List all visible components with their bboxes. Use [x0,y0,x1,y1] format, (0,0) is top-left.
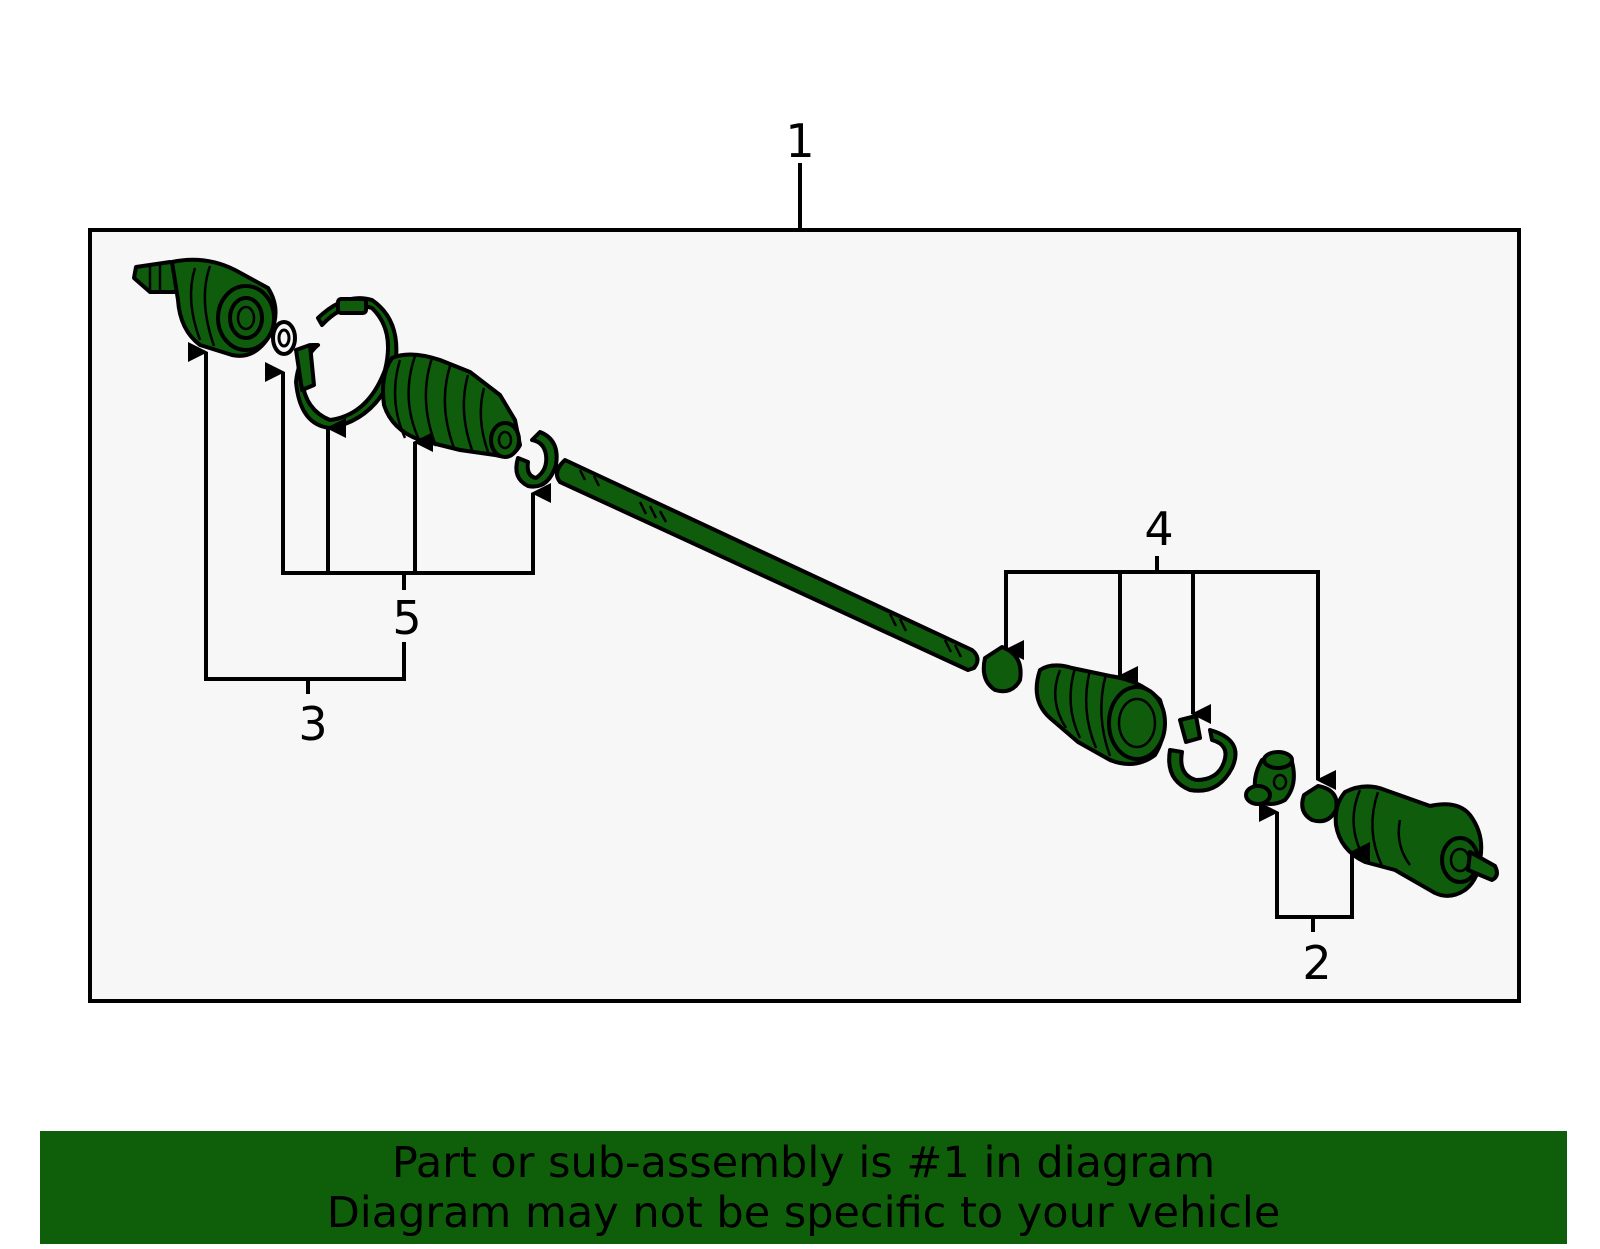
callout-3: 3 [298,697,327,751]
leaders-4-2 [1004,556,1370,932]
banner-line-1: Part or sub-assembly is #1 in diagram [391,1137,1216,1188]
callout-2: 2 [1302,936,1331,990]
snap-ring [1300,784,1339,824]
assembly-frame [88,228,1521,1003]
outer-cv-joint [132,257,278,358]
small-ring [271,320,297,356]
callout-5: 5 [392,591,421,645]
callout-1: 1 [785,114,814,168]
disclaimer-banner: Part or sub-assembly is #1 in diagram Di… [40,1131,1567,1244]
small-clamp-right [981,645,1023,694]
axle-shaft [554,458,980,672]
leaders-3-5 [188,342,551,694]
banner-line-2: Diagram may not be specific to your vehi… [326,1187,1281,1238]
callout-4: 4 [1144,502,1173,556]
